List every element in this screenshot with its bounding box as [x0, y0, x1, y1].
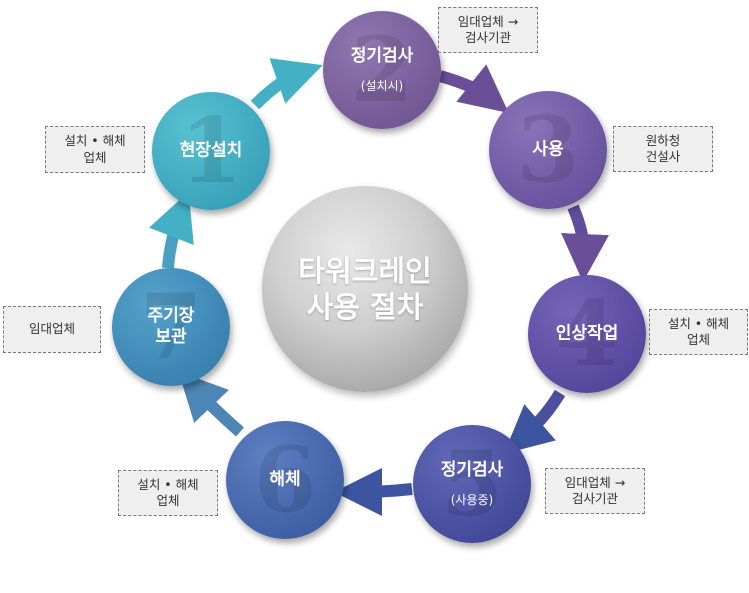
step-3-note: 원하청 건설사	[613, 126, 713, 172]
arrow-3-to-4	[561, 204, 610, 282]
step-5-note: 임대업체 → 검사기관	[545, 468, 645, 514]
step-7-node: 7 주기장 보관	[112, 268, 230, 386]
step-4-label: 인상작업	[555, 323, 619, 344]
arrow-6-to-7	[178, 371, 244, 437]
step-6-label: 해체	[269, 469, 301, 490]
step-5-sublabel: (사용중)	[450, 493, 494, 508]
step-1-note: 설치 • 해체 업체	[45, 126, 145, 173]
step-2-label-wrap: 정기검사 (설치시)	[323, 46, 441, 94]
center-title-circle: 타워크레인 사용 절차	[262, 186, 468, 392]
center-title: 타워크레인 사용 절차	[298, 253, 432, 324]
step-7-note: 임대업체	[3, 306, 101, 353]
step-7-label: 주기장 보관	[147, 305, 195, 347]
step-1-node: 1 현장설치	[152, 92, 270, 210]
step-2-note: 임대업체 → 검사기관	[438, 7, 538, 53]
step-6-node: 6 해체	[226, 421, 344, 539]
step-3-node: 3 사용	[489, 91, 607, 209]
step-5-label-wrap: 정기검사 (사용중)	[413, 460, 531, 508]
step-1-label: 현장설치	[179, 140, 243, 161]
arrow-7-to-1	[148, 191, 194, 269]
step-4-node: 4 인상작업	[528, 275, 646, 393]
step-3-label: 사용	[532, 139, 564, 160]
step-2-sublabel: (설치시)	[360, 79, 404, 94]
step-6-note: 설치 • 해체 업체	[118, 470, 218, 516]
step-5-node: 5 정기검사 (사용중)	[413, 425, 531, 543]
arrow-4-to-5	[503, 389, 566, 454]
arrow-1-to-2	[250, 58, 323, 110]
step-5-label: 정기검사	[440, 459, 504, 480]
step-2-node: 2 정기검사 (설치시)	[323, 11, 441, 129]
arrow-5-to-6	[334, 467, 413, 516]
step-4-note: 설치 • 해체 업체	[649, 309, 748, 355]
step-2-label: 정기검사	[350, 45, 414, 66]
arrow-2-to-3	[438, 64, 509, 113]
